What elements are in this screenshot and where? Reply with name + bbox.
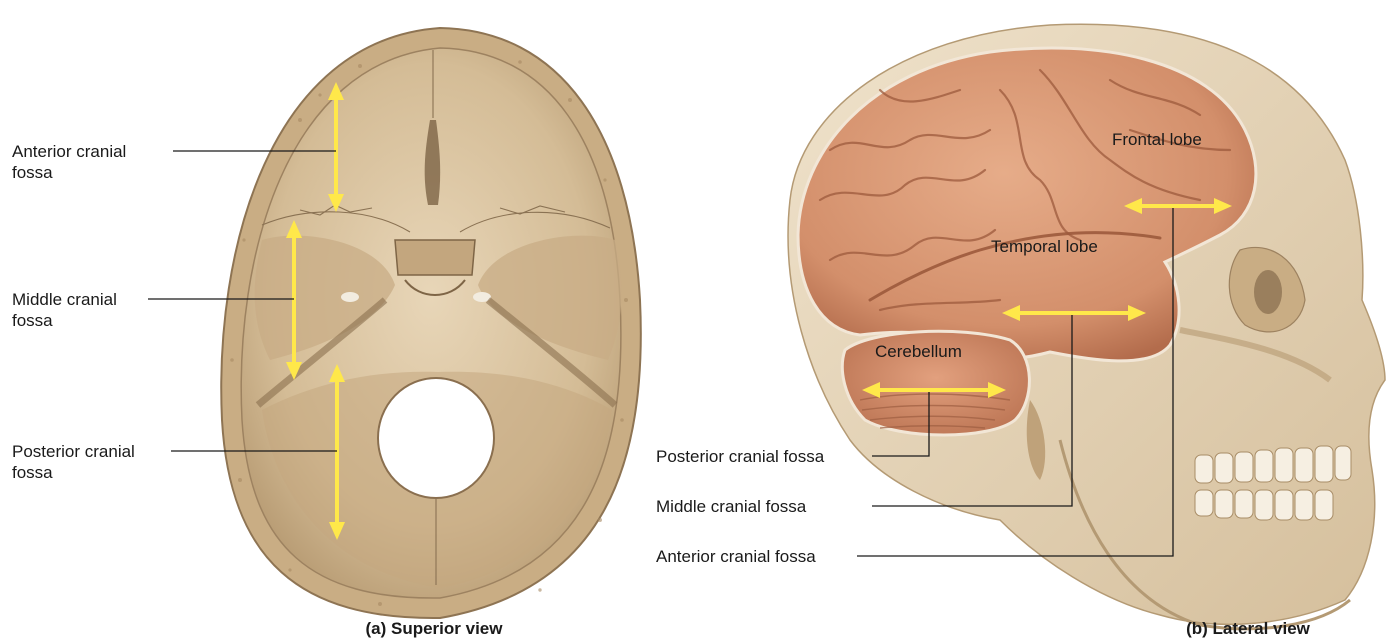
superior-view-panel: Anterior cranial fossa Middle cranial fo…: [12, 28, 641, 638]
label-middle-cranial-fossa-b: Middle cranial fossa: [656, 497, 807, 516]
label-anterior-cranial-fossa-b: Anterior cranial fossa: [656, 547, 816, 566]
label-middle-cranial-fossa-a: Middle cranial fossa: [12, 290, 122, 330]
lateral-view-panel: Frontal lobe Temporal lobe Cerebellum Po…: [656, 24, 1385, 638]
caption-lateral-view: (b) Lateral view: [1186, 619, 1311, 638]
foramen-magnum: [378, 378, 494, 498]
label-posterior-cranial-fossa-b: Posterior cranial fossa: [656, 447, 825, 466]
label-temporal-lobe: Temporal lobe: [991, 237, 1098, 256]
caption-superior-view: (a) Superior view: [366, 619, 504, 638]
sella-turcica: [395, 240, 475, 275]
label-posterior-cranial-fossa-a: Posterior cranial fossa: [12, 442, 140, 482]
label-cerebellum: Cerebellum: [875, 342, 962, 361]
label-frontal-lobe: Frontal lobe: [1112, 130, 1202, 149]
label-anterior-cranial-fossa-a: Anterior cranial fossa: [12, 142, 131, 182]
